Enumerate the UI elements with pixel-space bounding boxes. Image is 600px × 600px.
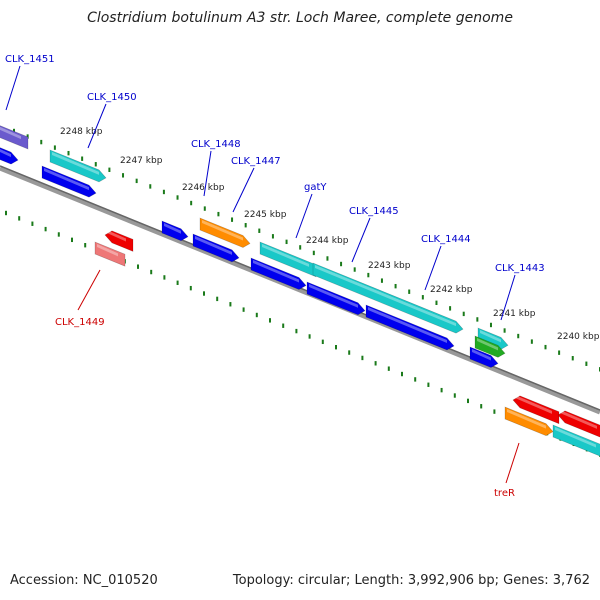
topology-text: Topology: circular; Length: 3,992,906 bp… — [232, 573, 590, 588]
gene-clk-1447 — [259, 241, 317, 278]
gene-label-leader — [505, 442, 520, 484]
gene-clk-1449-highlight — [97, 244, 118, 257]
gene-label: CLK_1450 — [87, 92, 137, 103]
gene-blue-8-highlight — [472, 349, 491, 361]
gene-red-2 — [512, 395, 560, 425]
gene-red-3-highlight — [560, 410, 597, 429]
gene-label-leader — [203, 150, 212, 197]
kbp-label: 2246 kbp — [182, 183, 225, 193]
map-title: Clostridium botulinum A3 str. Loch Maree… — [87, 10, 513, 26]
gene-label-leader — [351, 217, 371, 263]
gene-label-leader — [500, 274, 516, 321]
gene-blue-7 — [365, 304, 455, 351]
gene-clk-1447-highlight — [262, 244, 309, 267]
gene-blue-2 — [41, 165, 97, 198]
gene-blue-4-highlight — [195, 236, 232, 255]
gene-label: CLK_1448 — [191, 139, 241, 150]
gene-label: CLK_1443 — [495, 263, 545, 274]
gene-blue-8 — [469, 346, 499, 368]
gene-blue-1-highlight — [0, 148, 11, 158]
genome-backbone — [0, 165, 600, 415]
gene-clk-1443-highlight — [480, 330, 501, 343]
kbp-label: 2241 kbp — [493, 309, 536, 319]
gene-clk-1448-highlight — [202, 220, 243, 241]
gene-label-leader — [5, 65, 21, 111]
gene-clk-1445-highlight — [315, 265, 456, 327]
kbp-label: 2242 kbp — [430, 285, 473, 295]
gene-blue-6-highlight — [309, 284, 358, 308]
gene-clk-1450-highlight — [52, 152, 99, 175]
kbp-label: 2240 kbp — [557, 332, 600, 342]
gene-label: gatY — [304, 182, 327, 193]
gene-cyan-inner-highlight — [555, 427, 596, 448]
gene-blue-3 — [161, 220, 189, 242]
gene-label-leader — [77, 269, 101, 311]
gene-clk-1449 — [94, 241, 126, 267]
gene-clk-1451 — [0, 125, 29, 150]
gene-clk-1448 — [199, 217, 251, 248]
kbp-label: 2244 kbp — [306, 236, 349, 246]
gene-label: CLK_1445 — [349, 206, 399, 217]
gene-blue-7-highlight — [368, 307, 447, 343]
gene-red-1 — [104, 230, 134, 252]
gene-label: CLK_1451 — [5, 54, 55, 65]
gene-blue-1 — [0, 147, 19, 165]
gene-blue-3-highlight — [164, 223, 181, 234]
gene-label-leader — [87, 103, 107, 149]
gene-clk-1445 — [312, 262, 464, 334]
gene-clk-1443-b — [474, 335, 506, 358]
gene-red-3 — [557, 410, 600, 438]
gene-label: treR — [494, 488, 515, 499]
gene-blue-5 — [250, 257, 307, 290]
gene-label-leader — [232, 167, 255, 213]
gene-clk-1451-highlight — [0, 126, 21, 140]
gene-clk-1443-b-highlight — [477, 338, 498, 351]
gene-blue-5-highlight — [253, 260, 299, 283]
gene-label-leader — [295, 193, 313, 239]
gene-cyan-inner — [552, 424, 600, 457]
kbp-label: 2247 kbp — [120, 156, 163, 166]
gene-tre-r-highlight — [507, 409, 546, 429]
kbp-label: 2248 kbp — [60, 127, 103, 137]
gene-label: CLK_1444 — [421, 234, 471, 245]
gene-blue-4 — [192, 233, 240, 263]
kbp-label: 2243 kbp — [368, 261, 411, 271]
gene-clk-1450 — [49, 149, 107, 183]
gene-red-2-highlight — [515, 395, 552, 414]
accession-text: Accession: NC_010520 — [10, 573, 158, 588]
kbp-label: 2245 kbp — [244, 210, 287, 220]
gene-tre-r — [504, 406, 554, 437]
gene-label-leader — [424, 245, 442, 291]
gene-red-1-highlight — [107, 230, 126, 242]
gene-label: CLK_1449 — [55, 317, 105, 328]
gene-label: CLK_1447 — [231, 156, 281, 167]
gene-blue-6 — [306, 281, 366, 316]
gene-blue-2-highlight — [44, 168, 89, 191]
